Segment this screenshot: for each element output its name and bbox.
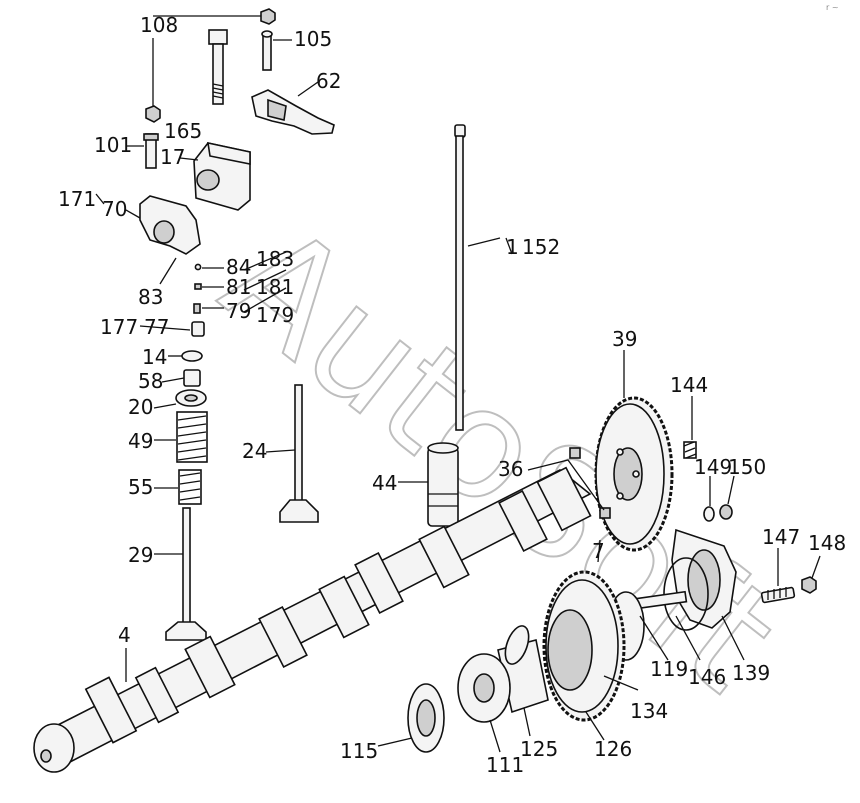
nut-148 [801,576,817,594]
callout-39: 39 [612,327,637,351]
thrust-washer-115 [407,683,445,753]
callout-134: 134 [630,699,668,723]
valve-29 [165,507,207,641]
nut-108 [153,8,276,25]
callout-81: 81 [226,275,251,299]
callout-77: 77 [144,315,169,339]
rocker-arm-62 [251,89,335,135]
callout-62: 62 [316,69,341,93]
callout-149: 149 [694,455,732,479]
callout-146: 146 [688,665,726,689]
callout-108: 108 [140,13,178,37]
callout-20: 20 [128,395,153,419]
leader-lines [95,38,821,753]
callout-105: 105 [294,27,332,51]
callout-179: 179 [256,303,294,327]
bushing-125 [497,625,549,714]
corner-mark: r ~ [826,3,839,12]
push-rod-1 [454,124,466,431]
callout-115: 115 [340,739,378,763]
rocker-support-17 [193,141,251,211]
callout-139: 139 [732,661,770,685]
callout-36: 36 [498,457,523,481]
cam-gear-39 [594,396,674,552]
bolt-147 [760,586,796,604]
callout-84: 84 [226,255,251,279]
bolts-36 [569,447,611,519]
callout-49: 49 [128,429,153,453]
callout-147: 147 [762,525,800,549]
idler-gear-126 [542,570,626,722]
adjusting-screw-105 [261,30,273,71]
nut-101 [143,105,161,169]
callout-58: 58 [138,369,163,393]
valve-24 [279,384,319,523]
callout-125: 125 [520,737,558,761]
washers-149-150 [703,504,733,522]
callout-labels: 108 105 62 101 165 17 171 70 1 152 83 84… [58,13,846,777]
callout-55: 55 [128,475,153,499]
callout-183: 183 [256,247,294,271]
hub-111 [457,653,511,723]
callout-119: 119 [650,657,688,681]
callout-171: 171 [58,187,96,211]
callout-144: 144 [670,373,708,397]
callout-1: 1 [506,235,519,259]
callout-83: 83 [138,285,163,309]
cover-plate-139 [671,528,737,629]
callout-111: 111 [486,753,524,777]
valve-spring-assembly [175,350,208,505]
callout-181: 181 [256,275,294,299]
spring-144 [683,441,697,459]
callout-70: 70 [102,197,127,221]
callout-165: 165 [164,119,202,143]
callout-44: 44 [372,471,397,495]
rocker-arm-70 [139,195,201,255]
callout-101: 101 [94,133,132,157]
valve-keepers [191,263,205,337]
callout-7: 7 [592,539,605,563]
callout-150: 150 [728,455,766,479]
callout-148: 148 [808,531,846,555]
callout-4: 4 [118,623,131,647]
callout-24: 24 [242,439,267,463]
rocker-bolt [208,29,228,105]
callout-126: 126 [594,737,632,761]
callout-177: 177 [100,315,138,339]
callout-152: 152 [522,235,560,259]
callout-29: 29 [128,543,153,567]
callout-17: 17 [160,145,185,169]
callout-14: 14 [142,345,167,369]
tappet-44 [427,442,459,527]
callout-79: 79 [226,299,251,323]
camshaft-4 [33,466,592,773]
